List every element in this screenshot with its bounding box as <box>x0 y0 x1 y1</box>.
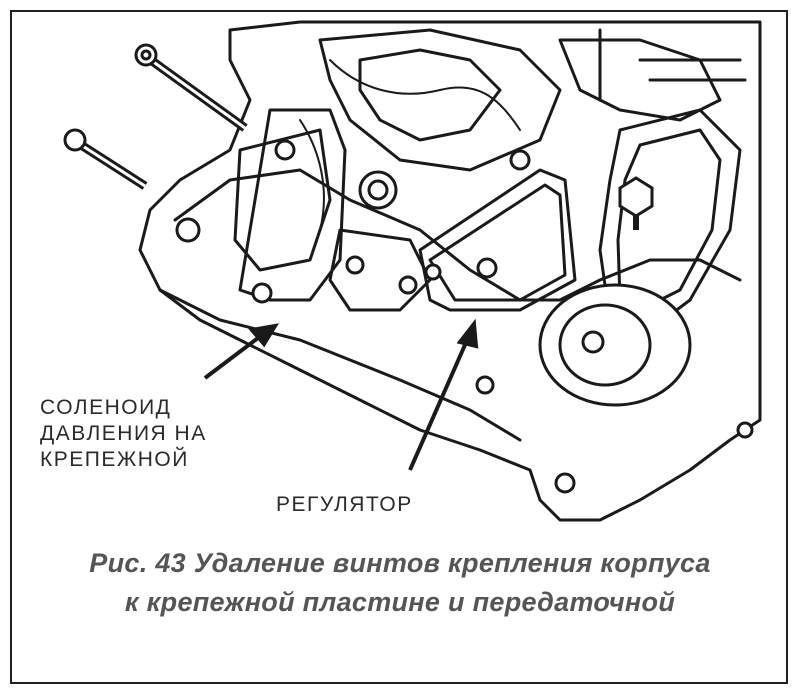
screw-hole <box>274 139 296 161</box>
transfer-plate <box>328 228 432 312</box>
pan-edge <box>158 288 522 442</box>
figure-caption-line1: Рис. 43 Удаление винтов крепления корпус… <box>89 548 711 578</box>
wiring-harness <box>299 59 521 231</box>
screw-hole <box>475 375 495 395</box>
figure-caption-line2: к крепежной пластине и передаточной <box>124 587 676 617</box>
regulator-plate <box>418 168 577 312</box>
screw-hole <box>509 149 531 171</box>
bolt-short <box>63 128 148 190</box>
arrow-solenoid <box>203 333 264 380</box>
screw-hole <box>554 472 576 494</box>
screw-hole <box>424 263 442 281</box>
screw-hole <box>175 217 201 243</box>
gasket-edge <box>173 168 742 302</box>
screw-hole <box>345 255 365 275</box>
hex-bolt <box>618 176 654 218</box>
solenoid-callout-line: КРЕПЕЖНОЙ <box>40 448 189 471</box>
screw-hole <box>398 275 418 295</box>
screw-hole <box>251 282 273 304</box>
regulator-plate-inner <box>428 183 567 302</box>
drum-inner <box>558 303 652 387</box>
drum-hub <box>581 330 605 354</box>
solenoid-bracket <box>238 108 347 302</box>
screw-hole <box>476 257 498 279</box>
screw-hole <box>736 421 754 439</box>
valve-body <box>318 28 562 172</box>
housing-outline <box>138 20 762 522</box>
solenoid-callout: СОЛЕНОИД ДАВЛЕНИЯ НА КРЕПЕЖНОЙ <box>40 395 207 473</box>
solenoid-body <box>233 128 332 272</box>
solenoid-callout-line: ДАВЛЕНИЯ НА <box>40 422 207 445</box>
arrow-regulator <box>408 337 470 471</box>
solenoid-port-inner <box>367 179 389 201</box>
solenoid-callout-line: СОЛЕНОИД <box>40 396 172 419</box>
regulator-callout: РЕГУЛЯТОР <box>276 493 413 516</box>
bolt-long <box>134 43 248 132</box>
